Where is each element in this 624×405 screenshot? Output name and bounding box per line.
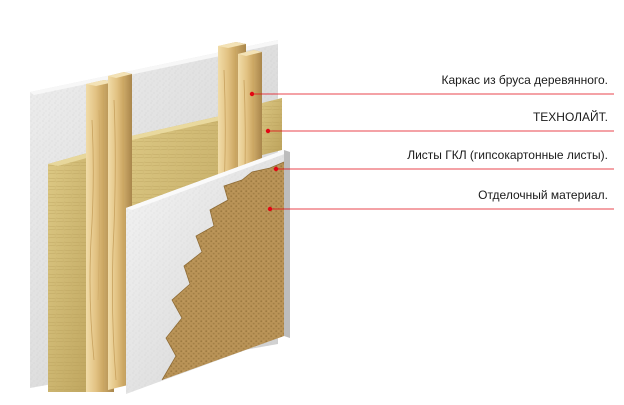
callout-label-insulation: ТЕХНОЛАЙТ. (532, 110, 608, 124)
insulation-right-slab (258, 98, 282, 156)
callout-label-drywall: Листы ГКЛ (гипсокартонные листы). (407, 148, 608, 162)
leader-dot-drywall (273, 166, 279, 172)
leader-dot-frame (249, 91, 255, 97)
leader-lines (249, 91, 614, 212)
callout-label-finish: Отделочный материал. (478, 188, 608, 202)
leader-dot-finish (267, 206, 273, 212)
callout-label-frame: Каркас из бруса деревянного. (441, 73, 609, 87)
leader-dot-insulation (265, 128, 271, 134)
insulation-left-block (48, 150, 108, 392)
finish-material-plaster (161, 161, 285, 381)
